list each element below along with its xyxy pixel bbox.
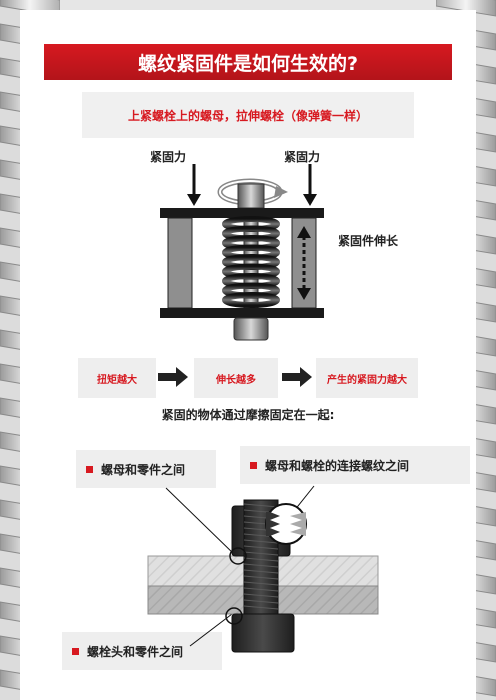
friction-point-nut-part bbox=[229, 547, 247, 565]
subtitle: 上紧螺栓上的螺母，拉伸螺栓（像弹簧一样） bbox=[82, 92, 414, 138]
step-more-clamp-force: 产生的紧固力越大 bbox=[316, 358, 418, 398]
callout-nut-bolt-thread: 螺母和螺栓的连接螺纹之间 bbox=[240, 446, 470, 484]
bolt-head bbox=[233, 317, 269, 341]
step-more-elongation: 伸长越多 bbox=[194, 358, 278, 398]
leader-line bbox=[189, 613, 233, 647]
elongation-label: 紧固件伸长 bbox=[338, 234, 399, 248]
force-label-left: 紧固力 bbox=[150, 150, 187, 164]
spring-bolt-diagram bbox=[160, 164, 324, 341]
arrow-right-icon bbox=[158, 367, 188, 387]
callout-head-part: 螺栓头和零件之间 bbox=[62, 632, 222, 670]
callout-text: 螺母和零件之间 bbox=[101, 462, 186, 477]
top-plate bbox=[160, 208, 324, 218]
force-arrow-left bbox=[187, 164, 201, 206]
step-more-torque: 扭矩越大 bbox=[78, 358, 156, 398]
bolt-head bbox=[231, 613, 295, 653]
callout-nut-part: 螺母和零件之间 bbox=[76, 450, 216, 488]
friction-point-head-part bbox=[225, 607, 243, 625]
spring-coils bbox=[222, 216, 280, 308]
arrow-right-icon bbox=[282, 367, 312, 387]
infographic-card: 螺纹紧固件是如何生效的? 上紧螺栓上的螺母，拉伸螺栓（像弹簧一样） 紧固力 紧固… bbox=[20, 10, 476, 700]
page-title: 螺纹紧固件是如何生效的? bbox=[44, 44, 452, 80]
thread-magnifier bbox=[265, 503, 307, 545]
elongation-arrow-icon bbox=[297, 226, 311, 300]
callout-text: 螺母和螺栓的连接螺纹之间 bbox=[265, 458, 410, 473]
bullet-icon bbox=[72, 647, 79, 655]
leader-line bbox=[165, 487, 237, 557]
bullet-icon bbox=[86, 465, 93, 473]
callout-text: 螺栓头和零件之间 bbox=[87, 644, 184, 659]
force-arrow-right bbox=[303, 164, 317, 206]
force-label-right: 紧固力 bbox=[284, 150, 321, 164]
joint-cross-section-diagram bbox=[147, 485, 379, 653]
bullet-icon bbox=[250, 461, 257, 469]
top-nut bbox=[237, 183, 265, 209]
bottom-plate bbox=[160, 308, 324, 318]
friction-section-title: 紧固的物体通过摩擦固定在一起: bbox=[161, 408, 335, 422]
pillar-left bbox=[167, 217, 193, 309]
